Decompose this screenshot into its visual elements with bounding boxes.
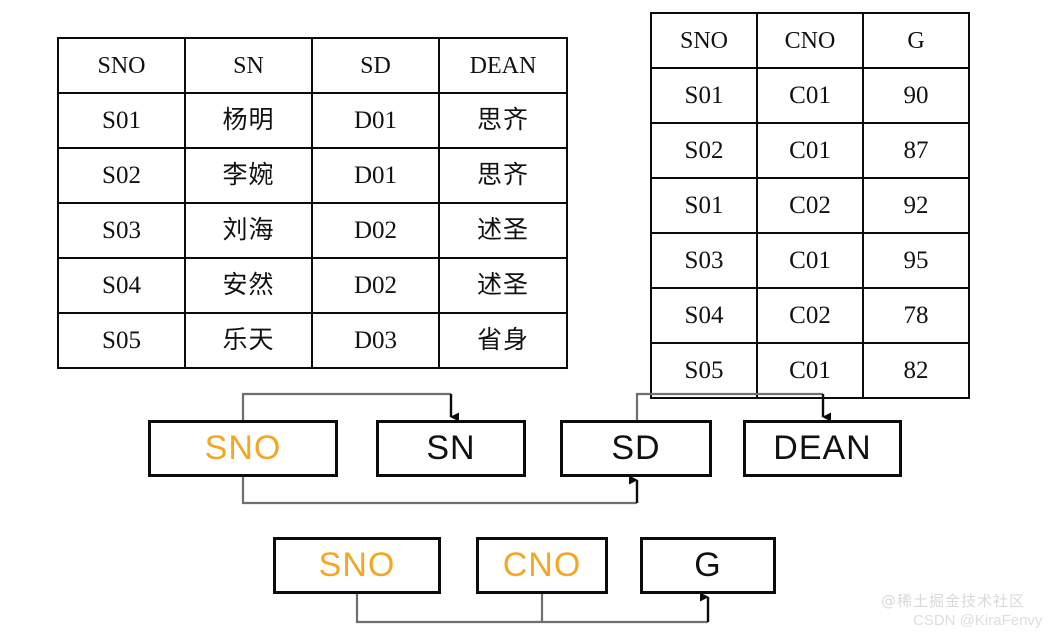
cell-g: 82 <box>862 342 970 399</box>
cell-sn: 安然 <box>184 257 313 314</box>
cell-sn: 刘海 <box>184 202 313 259</box>
cell-sno: S02 <box>650 122 758 179</box>
cell-cno: C02 <box>756 287 864 344</box>
table-header-row: SNO CNO G <box>650 12 970 69</box>
cell-sno: S01 <box>650 177 758 234</box>
cell-sd: D02 <box>311 202 440 259</box>
cell-dean: 述圣 <box>438 257 568 314</box>
cell-g: 87 <box>862 122 970 179</box>
table-row: S02 李婉 D01 思齐 <box>57 147 568 204</box>
column-header-sno: SNO <box>650 12 758 69</box>
table-row: S03 C01 95 <box>650 232 970 289</box>
cell-sno: S03 <box>650 232 758 289</box>
arrow-sno-cno-to-g <box>355 592 710 624</box>
cell-cno: C01 <box>756 342 864 399</box>
table-row: S03 刘海 D02 述圣 <box>57 202 568 259</box>
attribute-box-sd[interactable]: SD <box>560 420 712 477</box>
cell-sn: 乐天 <box>184 312 313 369</box>
arrow-sno-to-sn <box>241 392 459 422</box>
cell-sno: S05 <box>650 342 758 399</box>
table-header-row: SNO SN SD DEAN <box>57 37 568 94</box>
cell-g: 78 <box>862 287 970 344</box>
cell-sd: D01 <box>311 147 440 204</box>
attribute-box-cno[interactable]: CNO <box>476 537 608 594</box>
cell-sn: 李婉 <box>184 147 313 204</box>
column-header-sd: SD <box>311 37 440 94</box>
cell-g: 95 <box>862 232 970 289</box>
cell-sd: D02 <box>311 257 440 314</box>
table-row: S02 C01 87 <box>650 122 970 179</box>
score-relation-table: SNO CNO G S01 C01 90 S02 C01 87 S01 C02 … <box>650 12 970 399</box>
cell-cno: C01 <box>756 67 864 124</box>
cell-sno: S03 <box>57 202 186 259</box>
column-header-g: G <box>862 12 970 69</box>
column-header-sno: SNO <box>57 37 186 94</box>
attribute-box-sn[interactable]: SN <box>376 420 526 477</box>
cell-cno: C01 <box>756 122 864 179</box>
cell-sno: S05 <box>57 312 186 369</box>
cell-dean: 述圣 <box>438 202 568 259</box>
table-row: S04 安然 D02 述圣 <box>57 257 568 314</box>
cell-dean: 思齐 <box>438 147 568 204</box>
cell-sd: D03 <box>311 312 440 369</box>
column-header-cno: CNO <box>756 12 864 69</box>
cell-g: 90 <box>862 67 970 124</box>
arrow-sd-to-dean <box>635 392 831 422</box>
cell-cno: C02 <box>756 177 864 234</box>
cell-sno: S02 <box>57 147 186 204</box>
cell-cno: C01 <box>756 232 864 289</box>
cell-sd: D01 <box>311 92 440 149</box>
watermark-csdn: CSDN @KiraFenvy <box>913 612 1043 629</box>
cell-g: 92 <box>862 177 970 234</box>
arrow-sno-to-sd <box>241 475 639 505</box>
cell-sno: S04 <box>650 287 758 344</box>
cell-dean: 思齐 <box>438 92 568 149</box>
table-row: S01 C01 90 <box>650 67 970 124</box>
table-row: S05 乐天 D03 省身 <box>57 312 568 369</box>
table-row: S04 C02 78 <box>650 287 970 344</box>
attribute-box-sno-student[interactable]: SNO <box>148 420 338 477</box>
student-relation-table: SNO SN SD DEAN S01 杨明 D01 思齐 S02 李婉 D01 … <box>57 37 568 369</box>
cell-dean: 省身 <box>438 312 568 369</box>
cell-sno: S04 <box>57 257 186 314</box>
table-row: S01 杨明 D01 思齐 <box>57 92 568 149</box>
column-header-sn: SN <box>184 37 313 94</box>
table-row: S05 C01 82 <box>650 342 970 399</box>
cell-sno: S01 <box>57 92 186 149</box>
watermark-juejin: @稀土掘金技术社区 <box>881 592 1026 610</box>
attribute-box-sno-score[interactable]: SNO <box>273 537 441 594</box>
cell-sn: 杨明 <box>184 92 313 149</box>
cell-sno: S01 <box>650 67 758 124</box>
attribute-box-dean[interactable]: DEAN <box>743 420 902 477</box>
table-row: S01 C02 92 <box>650 177 970 234</box>
attribute-box-g[interactable]: G <box>640 537 776 594</box>
column-header-dean: DEAN <box>438 37 568 94</box>
